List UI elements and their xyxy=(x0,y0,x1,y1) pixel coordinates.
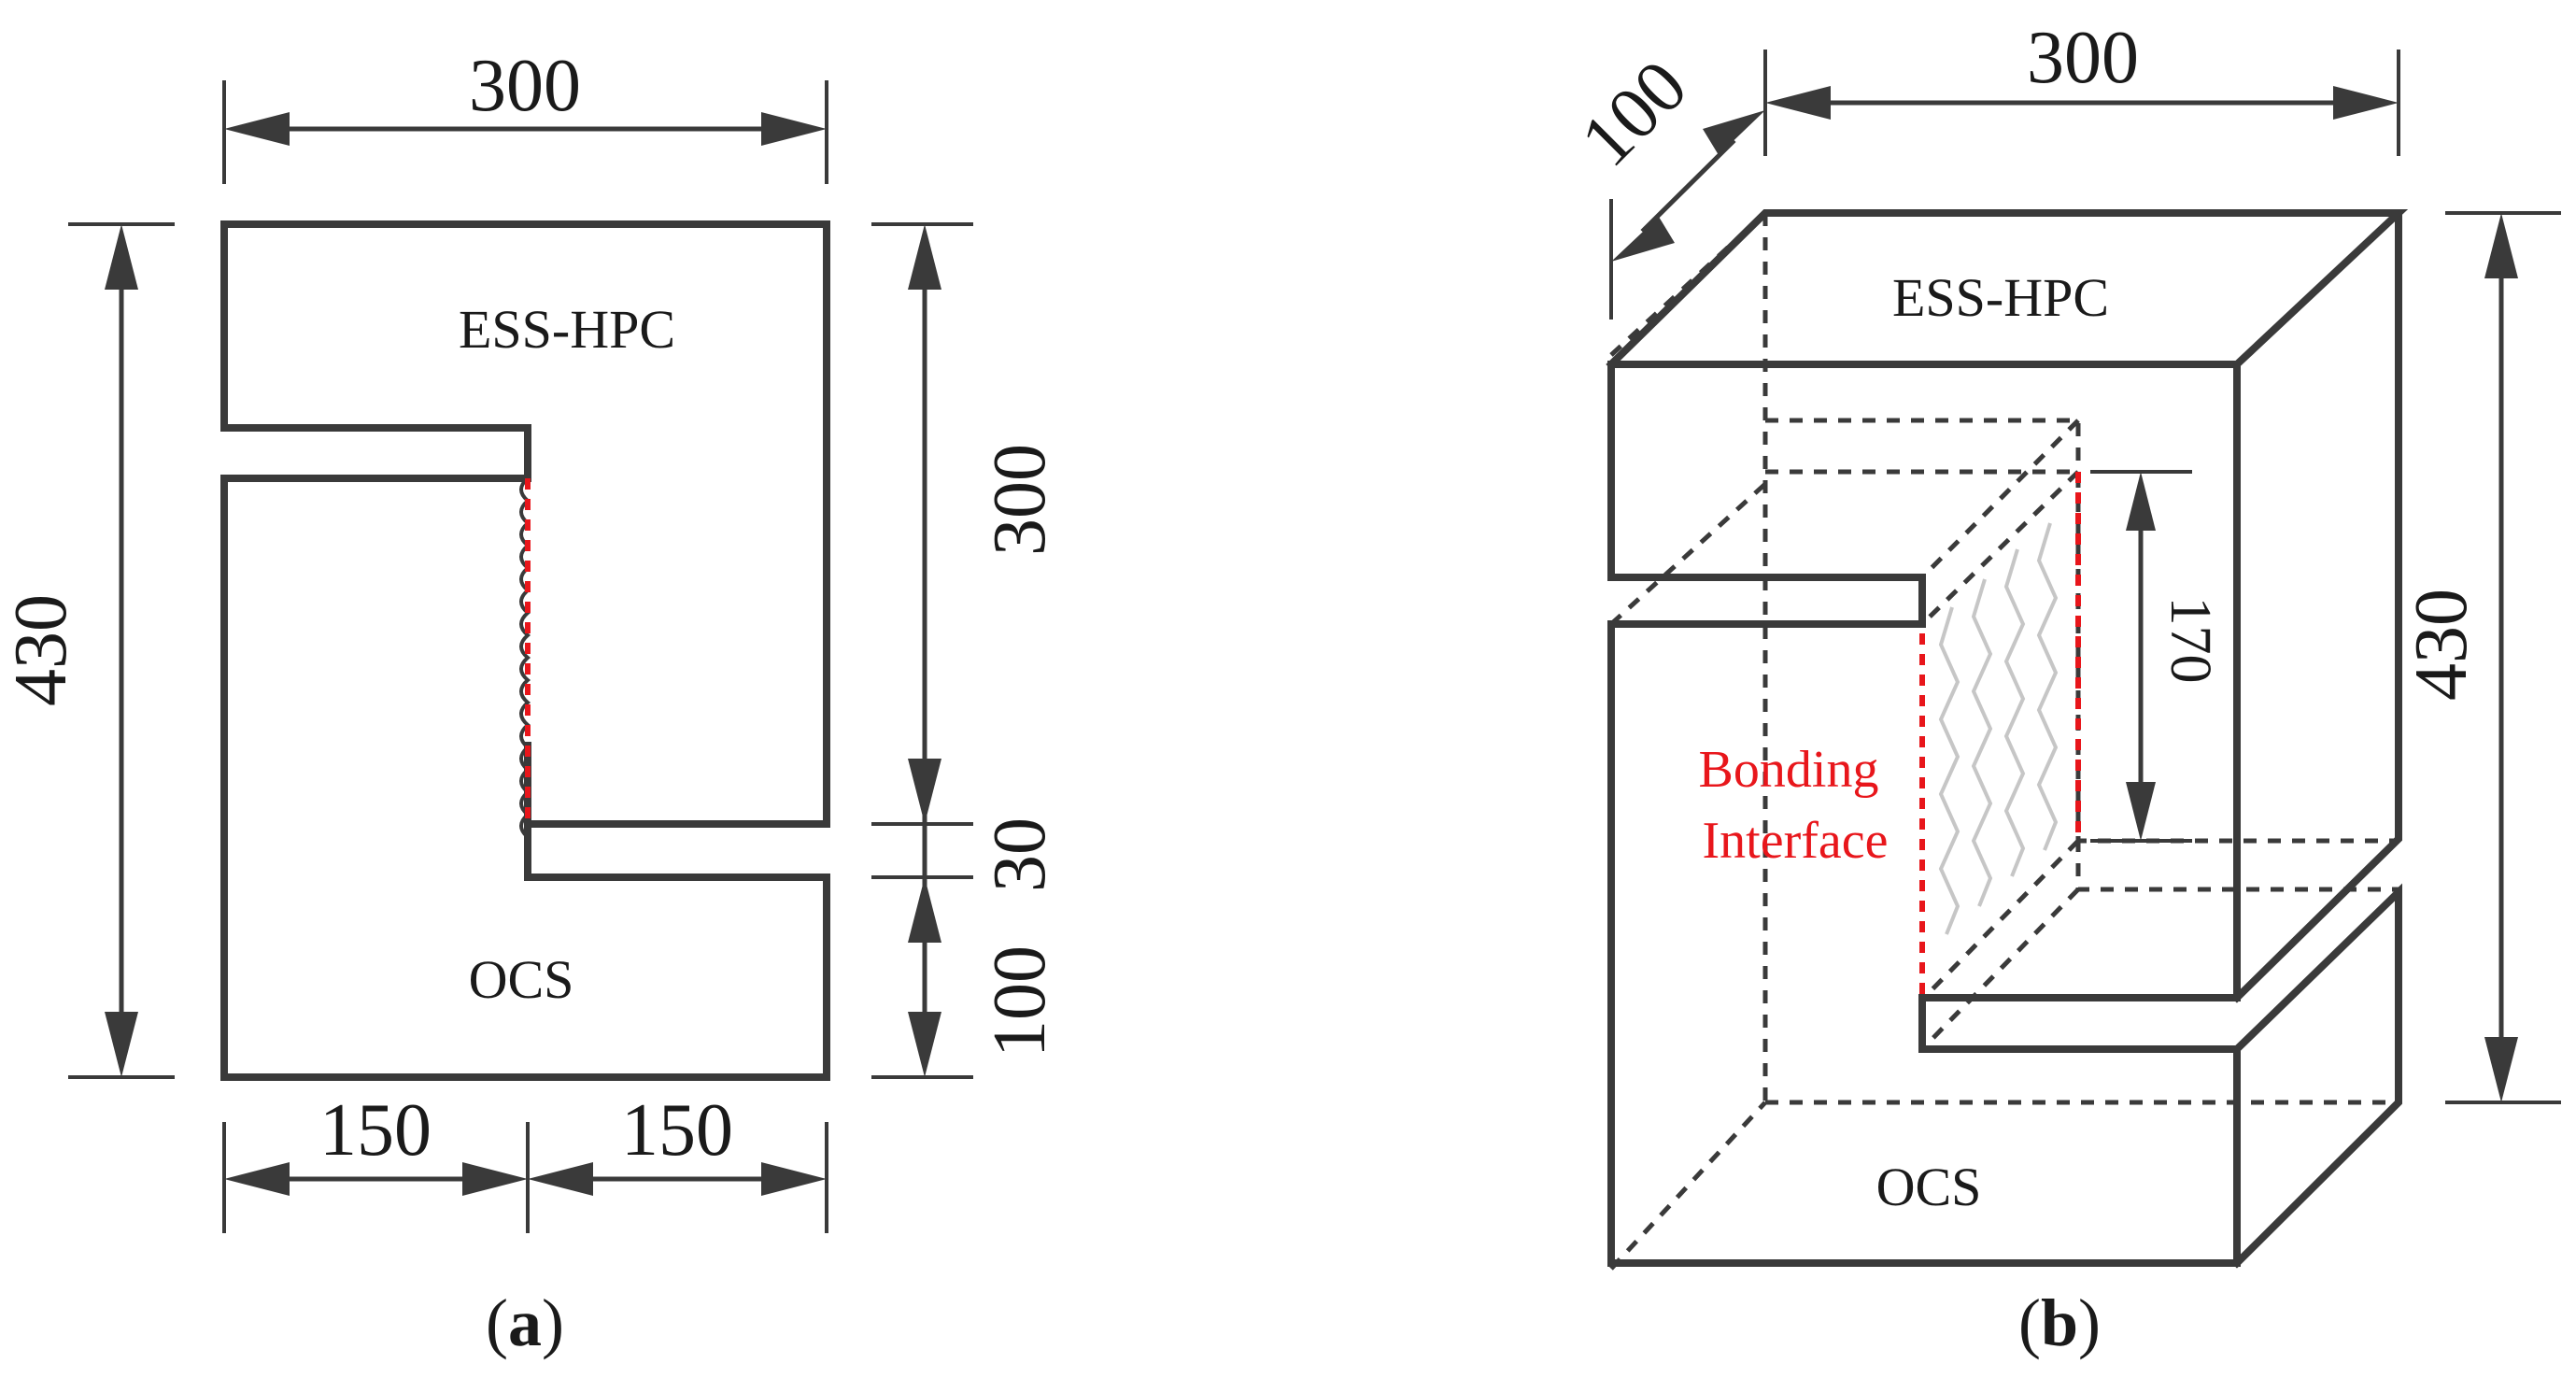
panel-a-caption-letter: a xyxy=(508,1285,542,1360)
panel-b: 100 300 430 170 ESS-HPC xyxy=(1565,17,2561,1360)
panel-b-caption-letter: b xyxy=(2041,1285,2078,1360)
panel-b-dim-top-width: 300 xyxy=(1765,17,2400,156)
panel-b-interface-label-line2: Interface xyxy=(1703,812,1889,870)
panel-a-caption: (a) xyxy=(486,1285,564,1360)
panel-b-dim-interface-height: 170 xyxy=(2090,470,2222,843)
panel-a-dim-top-width-value: 300 xyxy=(469,45,581,127)
panel-a-dim-lower-height-value: 100 xyxy=(979,945,1061,1058)
panel-b-dim-overall-height: 430 xyxy=(2400,211,2561,1104)
panel-b-dim-depth: 100 xyxy=(1565,45,1767,320)
panel-b-dim-depth-value: 100 xyxy=(1565,45,1703,182)
panel-b-interface-hatch xyxy=(1938,522,2059,935)
panel-a-dim-slot-height-value: 30 xyxy=(979,817,1061,892)
panel-b-interface-label-line1: Bonding xyxy=(1699,741,1879,799)
panel-a-lower-material-label: OCS xyxy=(469,949,574,1010)
panel-b-visible-edges xyxy=(1606,209,2409,1269)
panel-a-dim-upper-height-value: 300 xyxy=(979,444,1061,556)
panel-a-dim-top-width: 300 xyxy=(222,45,828,184)
panel-b-dim-top-width-value: 300 xyxy=(2027,17,2139,99)
panel-a-dim-bottom-right-value: 150 xyxy=(621,1089,733,1172)
panel-a-upper-material-label: ESS-HPC xyxy=(459,299,675,360)
panel-b-lower-material-label: OCS xyxy=(1876,1157,1982,1217)
panel-a-dim-bottom: 150 150 xyxy=(222,1089,828,1233)
panel-b-caption: (b) xyxy=(2018,1285,2101,1360)
panel-b-dim-overall-height-value: 430 xyxy=(2400,589,2483,701)
panel-b-dim-interface-height-value: 170 xyxy=(2158,597,2222,684)
panel-a-rough-interface xyxy=(519,476,531,839)
panel-a-dim-right-chain: 300 30 100 xyxy=(871,222,1061,1079)
panel-a-dim-bottom-left-value: 150 xyxy=(319,1089,432,1172)
panel-a-dim-overall-height-value: 430 xyxy=(0,594,82,706)
panel-a-dim-overall-height: 430 xyxy=(0,222,175,1079)
panel-b-upper-material-label: ESS-HPC xyxy=(1892,267,2109,328)
panel-a: 300 430 300 30 100 xyxy=(0,45,1061,1360)
